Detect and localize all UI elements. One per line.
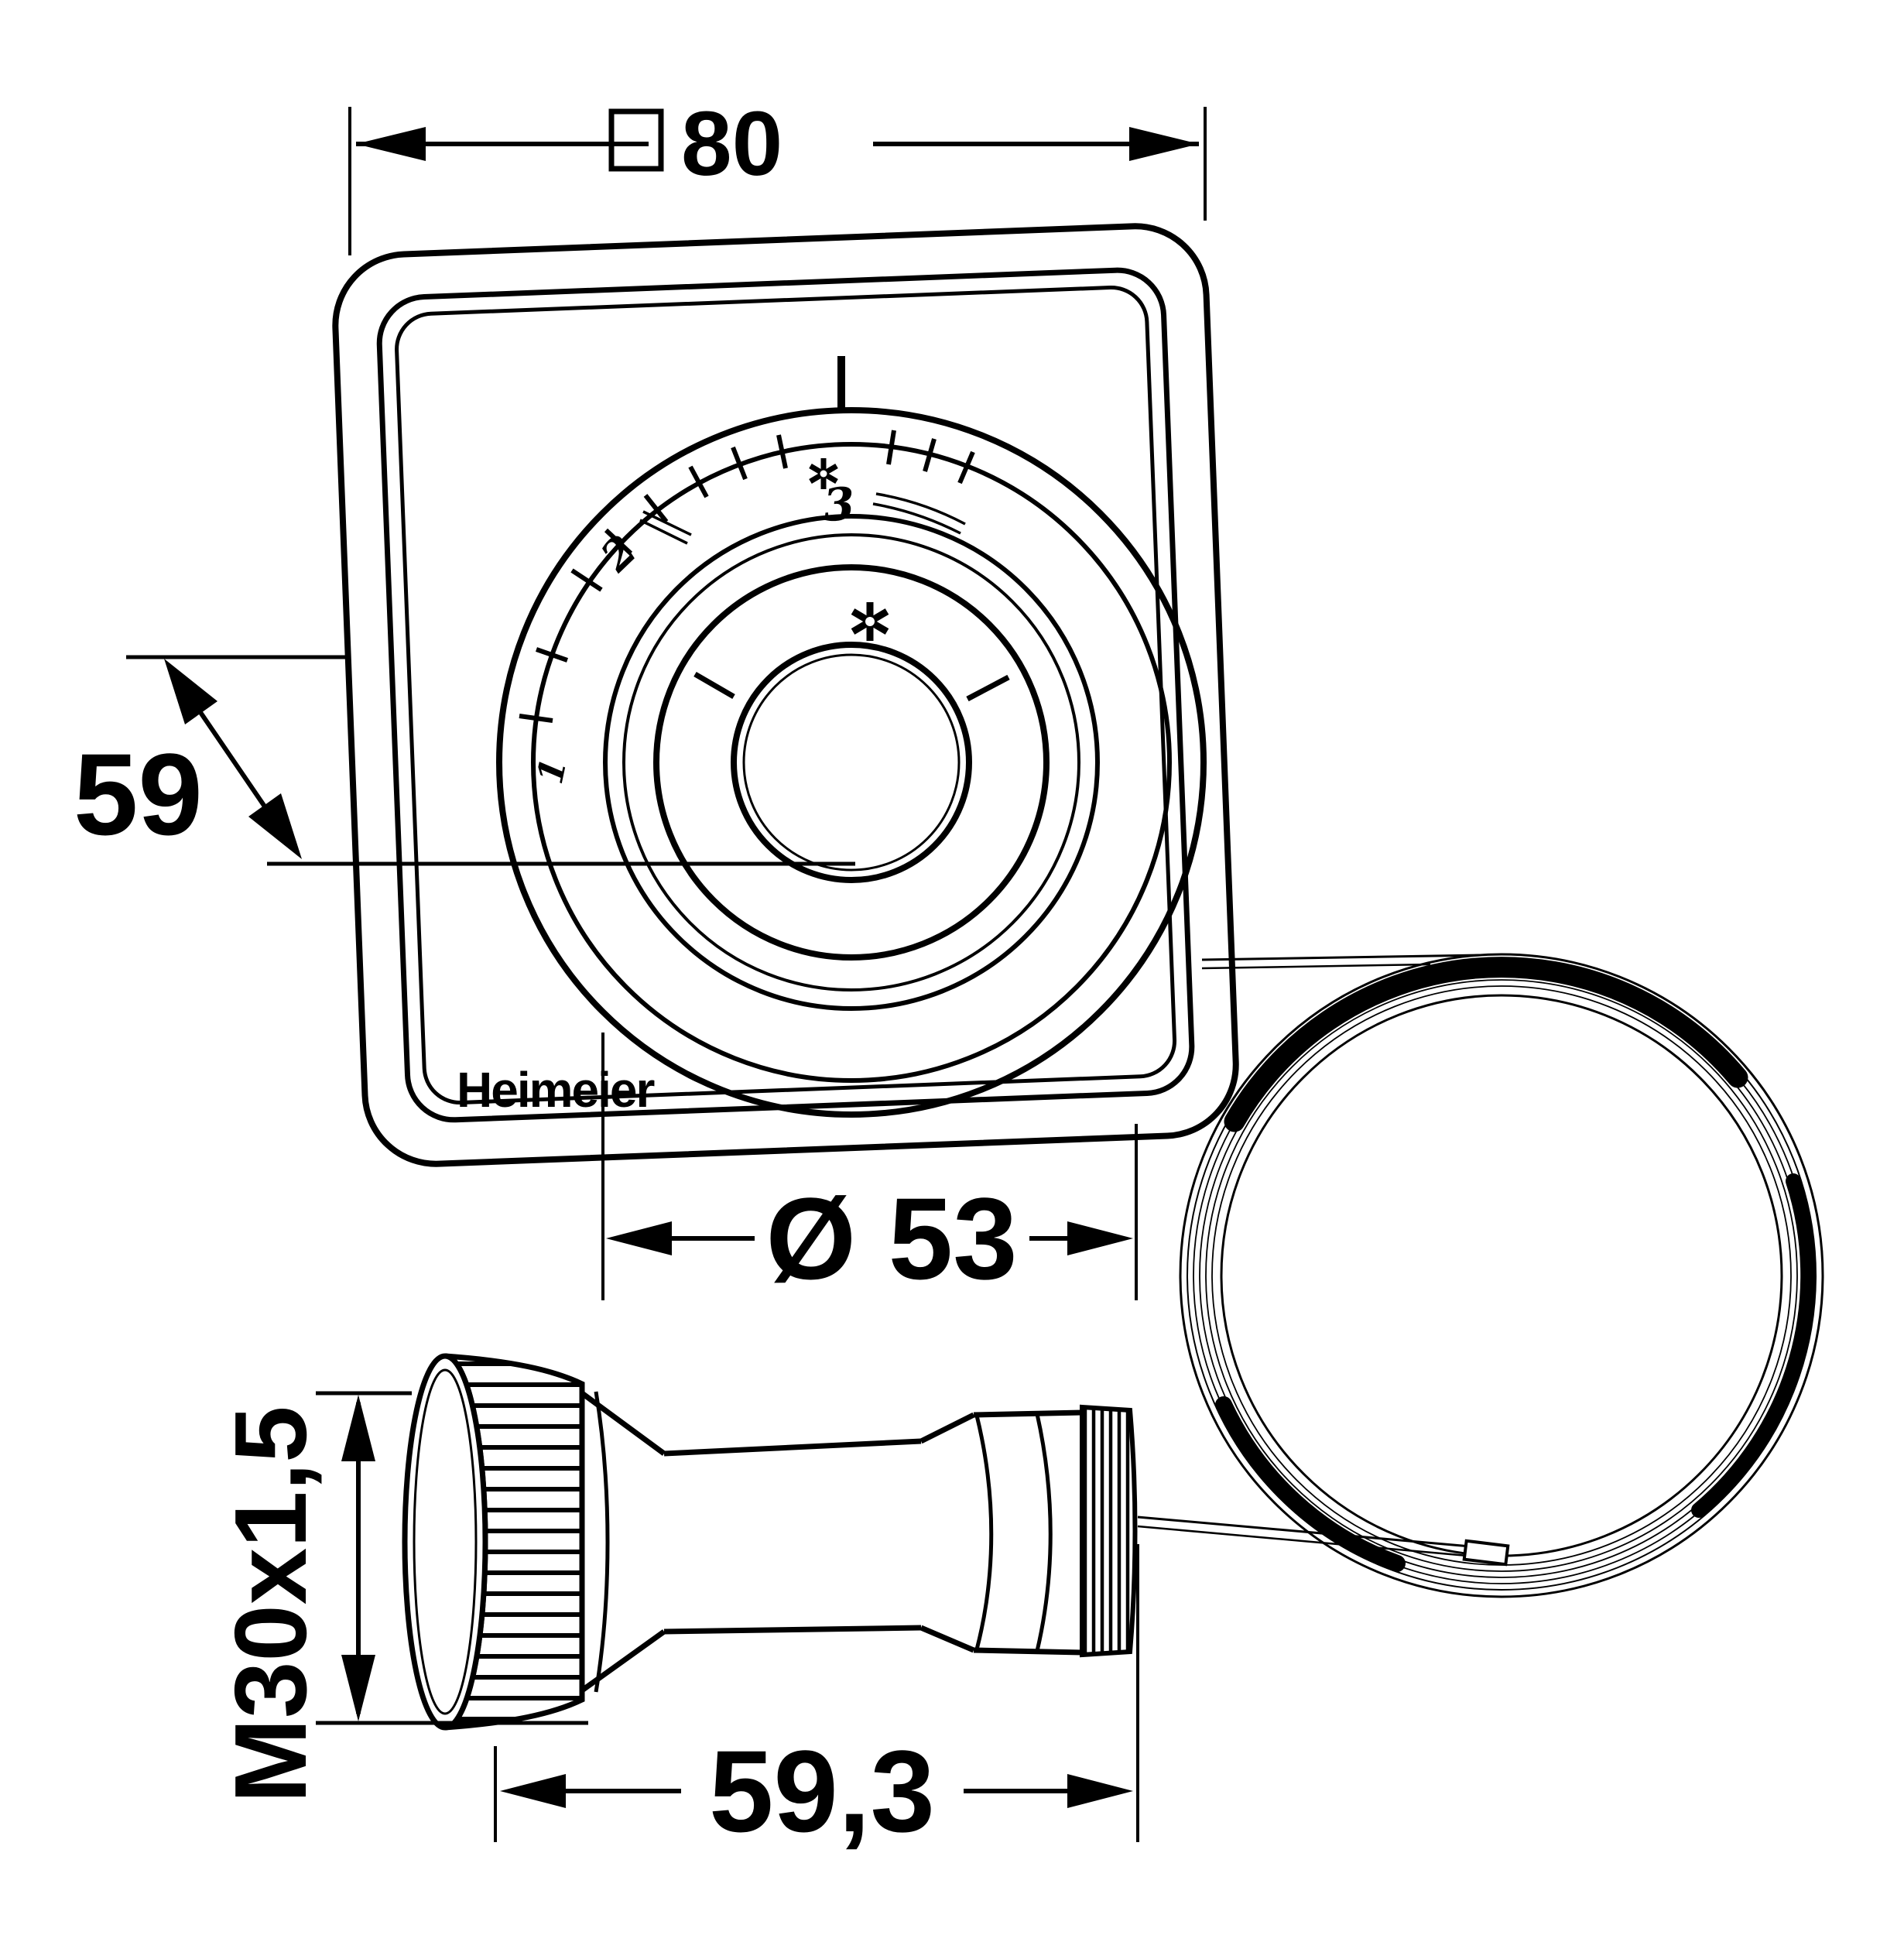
arrowhead-up-icon [341,1395,375,1461]
dial-indicator-slots [639,492,966,545]
knob-face-ring [653,564,1050,961]
knob-skirt-inner [622,533,1080,991]
dimension-dial-diameter [601,1033,1138,1300]
endcap-curve [974,1415,994,1650]
square-symbol-icon [608,108,664,172]
arrowhead-left-icon [606,1221,672,1255]
dial-scale-numbers: 1 2 3 [529,478,856,788]
knurled-cap-face [402,1353,488,1731]
coil-dark-winding-top [1224,957,1748,1132]
dial-scale-ticks [519,430,975,723]
dial-scale-ring [531,442,1172,1083]
arrowhead-right-icon [1129,127,1199,161]
dimension-dial-diameter-value: Ø 53 [765,1173,1017,1303]
body-bottom [663,1625,922,1635]
arrowhead-down-icon [341,1655,375,1721]
arrowhead-left-icon [356,127,426,161]
coil-dark-winding-bottom [1215,1396,1406,1572]
body-top [663,1438,922,1457]
actuator [402,1353,1138,1731]
arrowhead-right-icon [1067,1221,1133,1255]
dial-outer-ring [496,407,1207,1118]
step-top [919,1412,975,1444]
arrowhead-down-icon [248,793,302,859]
dimension-body-length [494,1544,1139,1842]
dimension-face-width [348,107,1207,255]
arrowhead-up-icon [164,659,217,724]
knob-skirt-outer [603,514,1100,1011]
knurled-ring [1080,1404,1138,1658]
capillary-coil-clip [1462,1539,1510,1567]
knob-center-disc-inner [742,653,961,872]
dial [496,356,1207,1118]
knurled-cap-face-inner [413,1368,478,1715]
arrowhead-right-icon [1067,1774,1133,1808]
endcap-curve [1035,1413,1053,1652]
faceplate-outer-edge [332,223,1239,1167]
capillary-tube-bottom [1137,1515,1471,1548]
neck-top [580,1391,666,1456]
neck-bottom [580,1629,666,1693]
coil-dark-winding-right [1691,1173,1817,1518]
dimension-thread-value: M30x1,5 [214,1406,327,1803]
faceplate [332,223,1239,1167]
dimension-depth-value: 59 [74,729,203,859]
dimension-depth [126,655,855,866]
step-bottom [919,1625,975,1653]
scale-label-2: 2 [591,525,646,581]
knob-face-marks [693,671,1010,702]
knob-center-disc [731,642,972,883]
capillary-tube-top [1201,954,1481,961]
faceplate-bezel-outer [376,267,1195,1123]
endcap-bottom [973,1647,1083,1656]
cap-back-edge [594,1391,610,1693]
scale-label-3: 3 [821,478,856,533]
dimension-face-width-value: 80 [681,93,782,195]
frost-symbol-scale-icon [809,458,838,489]
capillary-tubes [1137,954,1510,1567]
capillary-coil [1179,953,1824,1598]
dimension-body-length-value: 59,3 [709,1726,935,1856]
dimension-thread [316,1391,588,1725]
arrowhead-left-icon [500,1774,566,1808]
frost-symbol-knob-icon [851,602,889,641]
brand-logo: Heimeier [457,1062,654,1118]
endcap-top [973,1409,1083,1418]
